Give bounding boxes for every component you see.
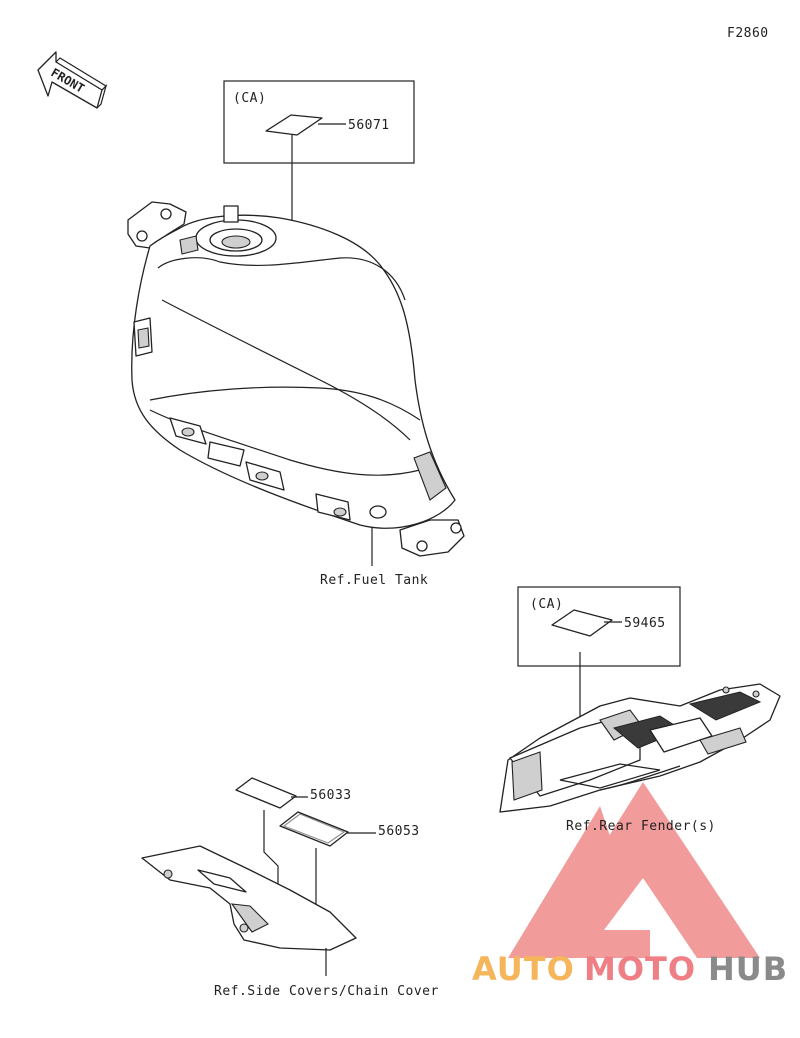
watermark-moto: MOTO [584, 950, 696, 988]
callout-box-top [223, 80, 415, 164]
label-56033-shape [235, 777, 297, 809]
callout-56071: (CA) 56071 [223, 80, 415, 258]
part-number-56033: 56033 [310, 788, 352, 803]
rear-fender-drawing [499, 683, 781, 813]
ref-rear-fender-label: Ref.Rear Fender(s) [566, 819, 716, 834]
fuel-tank-drawing [127, 201, 465, 566]
watermark-auto: AUTO [472, 950, 575, 988]
front-arrow-icon: FRONT [37, 51, 108, 109]
callout-box-rear [517, 586, 681, 667]
label-59465-shape [551, 609, 613, 637]
part-number-56071: 56071 [348, 118, 390, 133]
label-56053-shape [279, 811, 349, 847]
part-number-56053: 56053 [378, 824, 420, 839]
watermark-hub: HUB [708, 950, 788, 988]
part-number-59465: 59465 [624, 616, 666, 631]
label-56071-shape [265, 114, 323, 136]
ref-fuel-tank-label: Ref.Fuel Tank [320, 573, 428, 588]
callout-56053: 56053 [279, 811, 420, 922]
diagram-code: F2860 [727, 26, 769, 41]
ref-side-covers-label: Ref.Side Covers/Chain Cover [214, 984, 439, 999]
watermark-logo-icon [508, 782, 760, 958]
ca-label-rear: (CA) [530, 597, 563, 612]
callout-56033: 56033 [235, 777, 352, 896]
ca-label-top: (CA) [233, 91, 266, 106]
watermark-text: AUTO MOTO HUB [472, 950, 788, 988]
callout-59465: (CA) 59465 [517, 586, 681, 726]
chain-cover-drawing [141, 845, 357, 976]
